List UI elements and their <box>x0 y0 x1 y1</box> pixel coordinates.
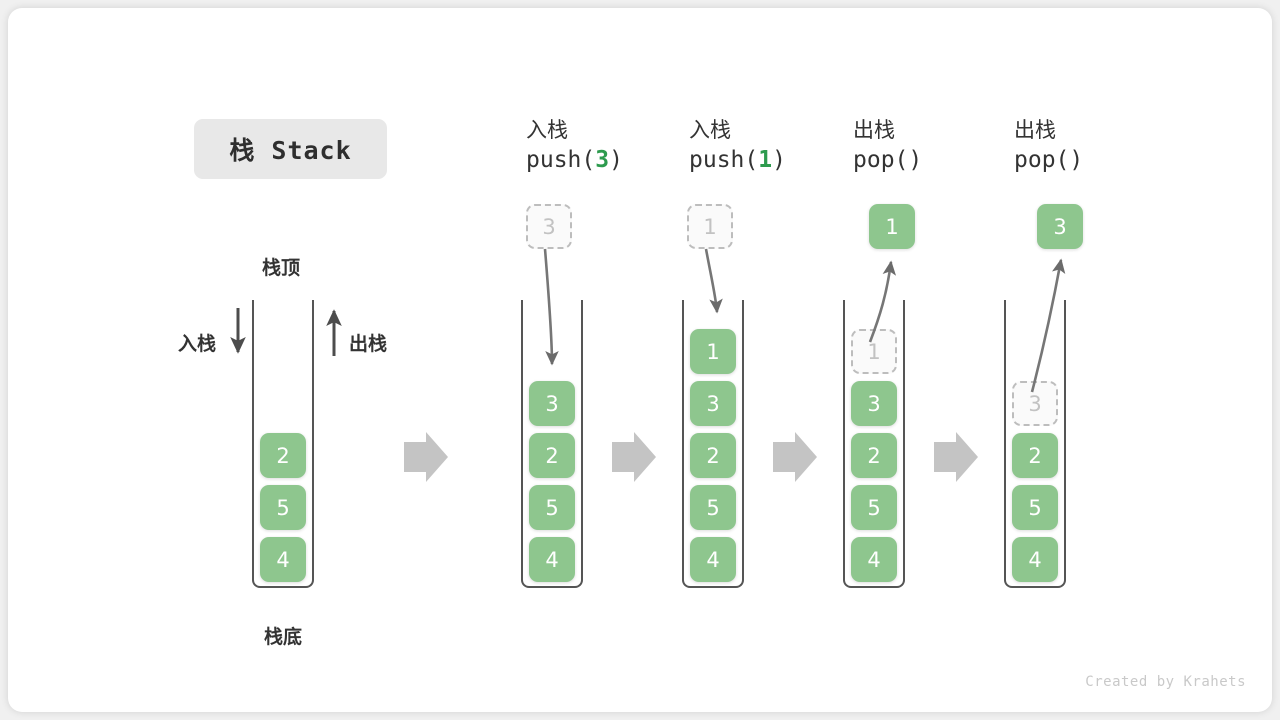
page-title: 栈 Stack <box>229 136 352 165</box>
stack-container-popping-1 <box>843 300 905 588</box>
stack-container-after-push-3 <box>521 300 583 588</box>
title-chip: 栈 Stack <box>194 119 387 179</box>
step-arrow-4 <box>934 432 978 482</box>
operation-code-1: push(1) <box>689 147 786 173</box>
diagram-card: 栈 Stack 栈顶 栈底 入栈 出栈 入栈 push(3) 入栈 push(1… <box>8 8 1272 712</box>
floating-cell-incoming-1: 1 <box>687 204 733 249</box>
push-side-label: 入栈 <box>178 333 217 355</box>
stack-container-popping-3 <box>1004 300 1066 588</box>
stack-bottom-label: 栈底 <box>264 626 303 648</box>
stack-container-initial <box>252 300 314 588</box>
stack-cell: 2 <box>529 433 575 478</box>
stack-cell: 4 <box>1012 537 1058 582</box>
operation-caption-push-1: 入栈 push(1) <box>689 116 786 176</box>
pop-side-label: 出栈 <box>349 333 388 355</box>
stack-container-after-push-1 <box>682 300 744 588</box>
stack-cell-ghost: 1 <box>851 329 897 374</box>
stack-cell: 4 <box>260 537 306 582</box>
stack-cell: 2 <box>1012 433 1058 478</box>
floating-cell-popped-3: 3 <box>1037 204 1083 249</box>
stack-cell: 1 <box>690 329 736 374</box>
operation-cn-3: 出栈 <box>1014 118 1056 142</box>
step-arrow-1 <box>404 432 448 482</box>
operation-cn-2: 出栈 <box>853 118 895 142</box>
operation-code-0: push(3) <box>526 147 623 173</box>
operation-code-3: pop() <box>1014 147 1084 173</box>
operation-caption-pop-3: 出栈 pop() <box>1014 116 1083 176</box>
operation-cn-1: 入栈 <box>689 118 731 142</box>
stack-cell: 5 <box>851 485 897 530</box>
arrow-overlay <box>230 248 1066 482</box>
operation-caption-pop-1: 出栈 pop() <box>853 116 922 176</box>
stack-cell: 2 <box>690 433 736 478</box>
stack-cell: 5 <box>529 485 575 530</box>
stack-top-label: 栈顶 <box>262 257 301 279</box>
floating-cell-incoming-3: 3 <box>526 204 572 249</box>
stack-cell-ghost: 3 <box>1012 381 1058 426</box>
floating-cell-popped-1: 1 <box>869 204 915 249</box>
stack-cell: 3 <box>851 381 897 426</box>
credit-footer: Created by Krahets <box>1085 674 1246 690</box>
stack-cell: 2 <box>851 433 897 478</box>
stack-cell: 3 <box>529 381 575 426</box>
stack-cell: 5 <box>260 485 306 530</box>
stack-cell: 4 <box>690 537 736 582</box>
operation-caption-push-3: 入栈 push(3) <box>526 116 623 176</box>
operation-cn-0: 入栈 <box>526 118 568 142</box>
stack-cell: 4 <box>851 537 897 582</box>
step-arrow-2 <box>612 432 656 482</box>
stack-cell: 3 <box>690 381 736 426</box>
stack-cell: 4 <box>529 537 575 582</box>
stack-cell: 2 <box>260 433 306 478</box>
stack-cell: 5 <box>690 485 736 530</box>
operation-code-2: pop() <box>853 147 923 173</box>
step-arrow-3 <box>773 432 817 482</box>
stack-cell: 5 <box>1012 485 1058 530</box>
